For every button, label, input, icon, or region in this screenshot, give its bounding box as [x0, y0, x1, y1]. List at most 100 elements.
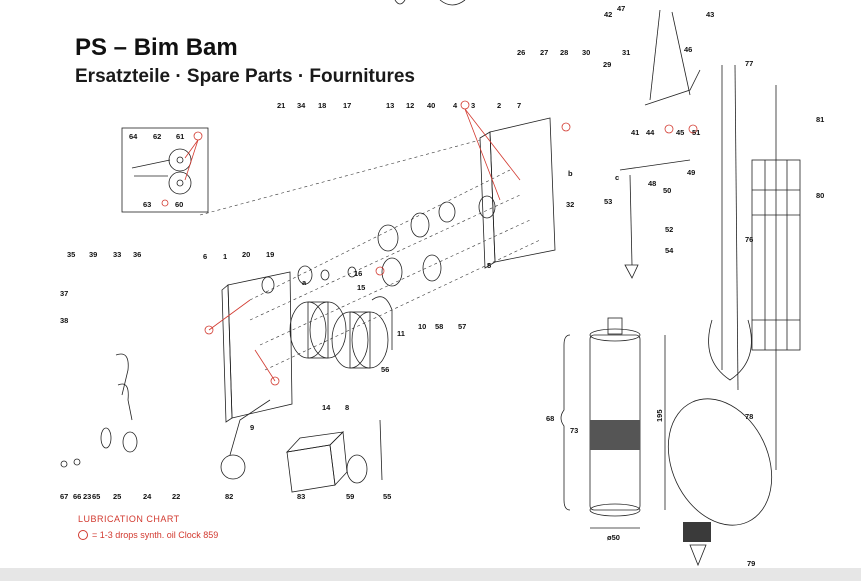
barrel-14-rim: [309, 301, 347, 359]
part-23: [100, 427, 112, 449]
top-arc: [439, 0, 466, 6]
part-label-41: 41: [631, 128, 639, 137]
front-plate-edge: [221, 284, 233, 423]
part-label-22: 22: [172, 492, 180, 501]
pendulum-disc-78: [667, 398, 773, 526]
pendulum-frame-80: [751, 159, 801, 351]
wheel-12: [438, 201, 456, 223]
part-label-56: 56: [381, 365, 389, 374]
part-label-67: 67: [60, 492, 68, 501]
dimension-height: 195: [655, 409, 664, 422]
lubrication-point: [688, 124, 698, 134]
part-label-29: 29: [603, 60, 611, 69]
part-label-19: 19: [266, 250, 274, 259]
part-label-32: 32: [566, 200, 574, 209]
pendulum-rod-76b: [734, 64, 739, 391]
lubrication-point: [161, 199, 169, 207]
part-label-57: 57: [458, 322, 466, 331]
assembly-line: [249, 169, 511, 301]
strike-lever-56: [371, 296, 393, 350]
assembly-line: [249, 194, 521, 321]
part-label-13: 13: [386, 101, 394, 110]
bob-54: [624, 264, 639, 279]
part-label-60: 60: [175, 200, 183, 209]
part-label-52: 52: [665, 225, 673, 234]
part-66: [73, 458, 81, 466]
bracket-68: [560, 334, 571, 511]
part-label-64: 64: [129, 132, 138, 141]
pinion-15: [320, 269, 330, 281]
part-label-24: 24: [143, 492, 152, 501]
part-label-c: c: [615, 173, 619, 182]
part-label-61: 61: [176, 132, 184, 141]
part-label-76: 76: [745, 235, 753, 244]
page-title: PS – Bim Bam: [75, 34, 238, 61]
hammer-37: [115, 353, 129, 396]
gong-block-83-top: [285, 431, 345, 453]
lubrication-point: [270, 376, 280, 386]
tube-73-cap: [607, 317, 623, 335]
part-label-44: 44: [646, 128, 655, 137]
part-label-25: 25: [113, 492, 121, 501]
part-label-30: 30: [582, 48, 590, 57]
lubrication-chart-heading: LUBRICATION CHART: [78, 514, 180, 524]
gear-61-hub: [176, 156, 184, 164]
part-label-82: 82: [225, 492, 233, 501]
part-label-37: 37: [60, 289, 68, 298]
lubrication-legend: = 1-3 drops synth. oil Clock 859: [78, 530, 218, 540]
part-label-17: 17: [343, 101, 351, 110]
part-label-62: 62: [153, 132, 161, 141]
part-label-b: b: [568, 169, 573, 178]
lubrication-point: [460, 100, 470, 110]
tube-73-bottom: [589, 503, 641, 517]
part-label-65: 65: [92, 492, 100, 501]
part-label-31: 31: [622, 48, 630, 57]
part-label-27: 27: [540, 48, 548, 57]
arm-48: [619, 159, 691, 171]
scan-edge: [0, 568, 861, 581]
wheel-20: [261, 276, 275, 294]
gong-block-83: [286, 444, 336, 493]
lubrication-leader: [184, 139, 199, 159]
part-label-80: 80: [816, 191, 824, 200]
part-label-79: 79: [747, 559, 755, 568]
linkage-arm: [644, 69, 701, 106]
wheel-19: [297, 265, 313, 285]
lubrication-leader: [184, 139, 199, 181]
assembly-line: [259, 219, 531, 346]
hammer-37b: [117, 383, 133, 421]
part-label-81: 81: [816, 115, 824, 124]
part-label-47: 47: [617, 4, 625, 13]
part-label-48: 48: [648, 179, 656, 188]
lubrication-circle-icon: [78, 530, 88, 540]
part-label-38: 38: [60, 316, 68, 325]
wheel-10: [422, 254, 442, 282]
part-label-83: 83: [297, 492, 305, 501]
part-label-16: 16: [354, 269, 362, 278]
link-43: [671, 11, 691, 96]
part-label-73: 73: [570, 426, 578, 435]
part-label-6: 6: [203, 252, 207, 261]
gear-60: [168, 171, 192, 195]
wheel-17: [377, 224, 399, 252]
part-label-51: 51: [692, 128, 700, 137]
rod-52: [629, 174, 633, 266]
inset-arbor: [131, 159, 171, 169]
part-label-40: 40: [427, 101, 435, 110]
tube-73-band: [590, 420, 640, 450]
wheel-24: [122, 431, 138, 453]
part-label-7: 7: [517, 101, 521, 110]
part-label-15: 15: [357, 283, 365, 292]
part-label-43: 43: [706, 10, 714, 19]
inset-box: [121, 127, 209, 213]
tube-73-top: [589, 328, 641, 342]
part-label-58: 58: [435, 322, 443, 331]
part-label-55: 55: [383, 492, 391, 501]
part-label-45: 45: [676, 128, 684, 137]
page-subtitle: Ersatzteile · Spare Parts · Fournitures: [75, 66, 415, 87]
lubrication-point: [664, 124, 674, 134]
part-label-49: 49: [687, 168, 695, 177]
crank-arm: [229, 399, 271, 456]
lubrication-point: [204, 325, 214, 335]
gear-61: [168, 148, 192, 172]
